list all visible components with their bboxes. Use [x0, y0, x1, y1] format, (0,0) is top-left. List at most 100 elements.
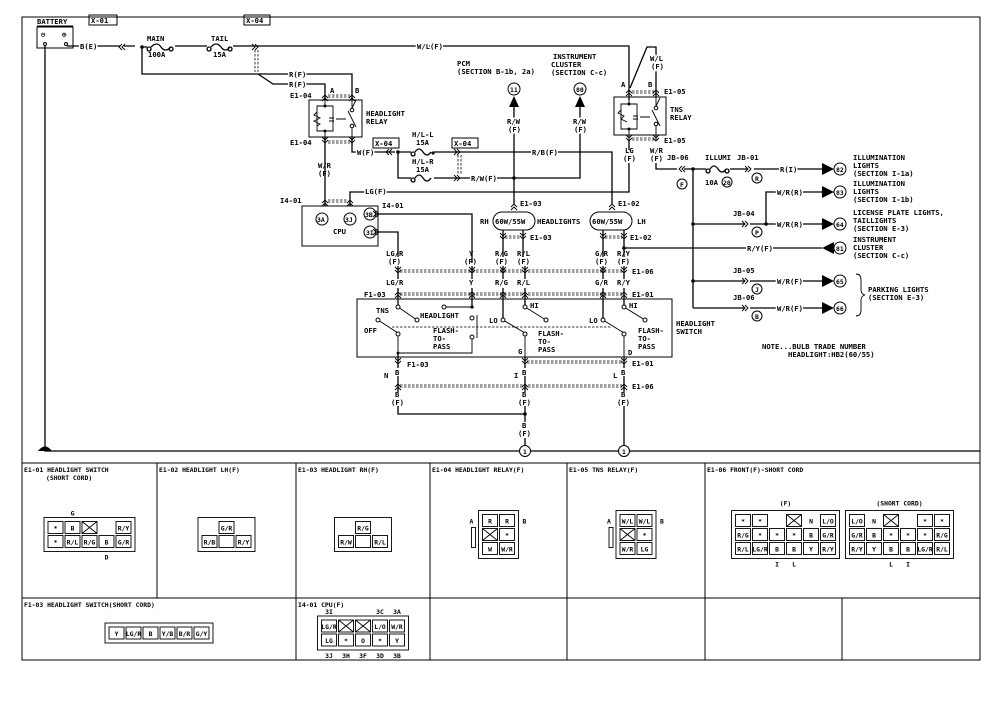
connector-cell — [619, 542, 636, 555]
pin-number: I — [775, 561, 779, 569]
wire-label: LG/R — [386, 249, 404, 258]
connector-cell — [803, 542, 819, 555]
ref-circle: 64 — [836, 221, 844, 229]
unused-pin-icon — [355, 619, 371, 633]
connector-chevron-icon — [741, 277, 749, 285]
panel-border — [704, 462, 981, 599]
wire-label: W/R(F) — [777, 277, 803, 286]
wire-label: R(I) — [780, 165, 797, 174]
wire-label: W/R — [650, 146, 664, 155]
fuse-amp: 100A — [148, 50, 166, 59]
connector-label: F1-03 — [407, 360, 429, 369]
pin-wire-color: R/G — [357, 525, 369, 533]
connector-cell — [338, 619, 354, 633]
pin-number: I — [906, 561, 910, 569]
switch-position-label: LO — [589, 316, 598, 325]
connector-cell — [108, 626, 125, 640]
switch-position-label: OFF — [364, 326, 377, 335]
connector-chevron-icon — [521, 291, 529, 299]
connector-chevron-icon — [620, 383, 628, 391]
connector-cell — [115, 521, 132, 534]
switch-position-label: PASS — [433, 342, 450, 351]
side-label: LH — [637, 217, 646, 226]
connector-cell — [81, 521, 98, 534]
wire-label: R/L — [517, 249, 531, 258]
connector-x04 — [451, 137, 479, 149]
pin-wire-color: G/R — [118, 539, 130, 547]
pin-number: G — [71, 510, 75, 518]
pin-wire-color: R/Y — [238, 539, 250, 547]
pin-wire-color: B — [792, 546, 796, 554]
tns-relay — [613, 96, 667, 140]
pin-wire-color: Y/B — [162, 630, 174, 638]
connector-label: E1-03 — [530, 233, 552, 242]
connector-title: E1-03 HEADLIGHT RH(F) — [298, 466, 379, 474]
pin-wire-color: * — [505, 532, 509, 540]
wire-label: B — [522, 421, 527, 430]
connector-cell — [372, 535, 388, 548]
connector-cell — [218, 521, 235, 534]
destination-label: CLUSTER — [853, 243, 884, 252]
unused-pin-icon — [81, 521, 98, 534]
wire-label: B — [395, 390, 400, 399]
component-label: RELAY — [670, 113, 692, 122]
pin-wire-color: G/Y — [196, 630, 208, 638]
wire-label: (F) — [464, 257, 477, 266]
connector-cell — [201, 535, 218, 548]
bulb-rating: 60W/55W — [592, 217, 623, 226]
pin-wire-color: R/G — [737, 532, 749, 540]
connector-label: E1-06 — [632, 382, 654, 391]
pin-wire-color: LG/R — [126, 630, 142, 638]
connector-chevron-icon — [499, 266, 507, 274]
pin-number: D — [105, 554, 109, 562]
headlight-rh — [492, 211, 536, 231]
e1-06-upper-labels: LG/R (F) Y (F) R/G (F) R/L (F) G/R (F) R… — [364, 249, 654, 299]
connector-cell — [218, 535, 235, 548]
wire-label: R/G — [495, 278, 508, 287]
connector-cell — [321, 633, 337, 647]
connector-cell — [786, 542, 802, 555]
connector-chevron-icon — [652, 89, 660, 97]
connector-cell — [883, 542, 899, 555]
connector-housing — [104, 622, 214, 644]
wire-label: R/L — [517, 278, 531, 287]
pin-number: 3F — [359, 652, 367, 660]
connector-label: E1-03 — [520, 199, 542, 208]
pin-wire-color: * — [906, 532, 910, 540]
relay-feed-wire — [141, 47, 353, 100]
pin-label: B — [355, 86, 360, 95]
connector-cell — [636, 542, 653, 555]
connector-cell — [81, 535, 98, 548]
wire-label: R/Y(F) — [747, 244, 773, 253]
connector-title: E1-05 TNS RELAY(F) — [569, 466, 638, 474]
pin-wire-color: W/L — [639, 518, 651, 526]
wire-label: (F) — [391, 398, 404, 407]
connector-chevron-icon — [385, 148, 393, 156]
connector-chevron-icon — [321, 199, 329, 207]
destination-label: PARKING LIGHTS — [868, 285, 929, 294]
battery-label: BATTERY — [37, 17, 68, 26]
destination-label: ILLUMINATION — [853, 153, 905, 162]
pin-wire-color: G/R — [221, 525, 233, 533]
destination-section: (SECTION C-c) — [551, 68, 607, 77]
wire-label: (F) — [574, 125, 587, 134]
pin-wire-color: R/L — [374, 539, 386, 547]
unused-pin-icon — [883, 514, 899, 527]
destination-section: (SECTION I-1a) — [853, 169, 914, 178]
connector-caption: (SHORT CORD) — [876, 500, 922, 508]
pin-wire-color: R/L — [936, 546, 948, 554]
wire-label: LG(F) — [365, 187, 387, 196]
connector-cell — [338, 535, 354, 548]
destination-section: (SECTION E-3) — [853, 224, 909, 233]
pin-wire-color: LG/R — [321, 623, 337, 631]
destination-section: (SECTION B-1b, 2a) — [457, 67, 535, 76]
connector-chevron-icon — [620, 357, 628, 365]
switch-position-label: PASS — [538, 345, 555, 354]
connector-cell — [900, 528, 916, 541]
ground-point-1: 1 — [622, 448, 626, 456]
